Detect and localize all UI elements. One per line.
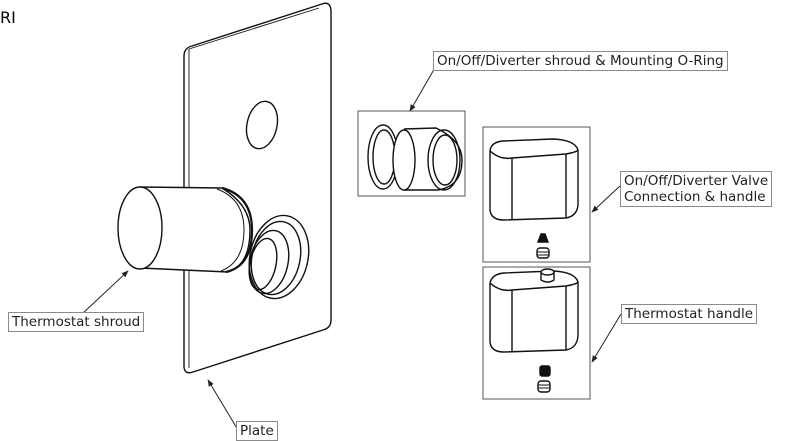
callout-shroud-oring: On/Off/Diverter shroud & Mounting O-Ring — [433, 51, 728, 71]
oring-shroud-part — [367, 124, 463, 191]
detail-frame-thermostat-handle — [482, 266, 591, 400]
leader-plate — [207, 379, 239, 431]
callout-thermostat-handle: Thermostat handle — [621, 304, 758, 324]
diverter-handle-part — [489, 138, 579, 259]
callout-diverter-valve: On/Off/Diverter Valve Connection & handl… — [620, 171, 773, 207]
upper-hole — [245, 100, 279, 150]
lower-ring-outer — [248, 214, 310, 300]
detail-frame-diverter-handle — [482, 126, 591, 263]
callout-diverter-valve-line2: Connection & handle — [624, 189, 766, 205]
leader-lines — [81, 65, 622, 431]
leader-diverter-valve — [591, 185, 621, 213]
thermostat-handle-part — [489, 268, 579, 393]
thermostat-shroud-part — [117, 186, 254, 274]
callout-diverter-valve-line1: On/Off/Diverter Valve — [624, 173, 769, 189]
plate-part — [183, 2, 332, 374]
callout-thermostat-shroud: Thermostat shroud — [8, 312, 145, 332]
callout-plate: Plate — [236, 421, 278, 441]
leader-shroud-oring — [409, 65, 437, 112]
leader-thermostat-shroud — [81, 270, 129, 315]
leader-thermostat-handle — [591, 313, 622, 363]
corner-mark: RI — [0, 8, 16, 27]
